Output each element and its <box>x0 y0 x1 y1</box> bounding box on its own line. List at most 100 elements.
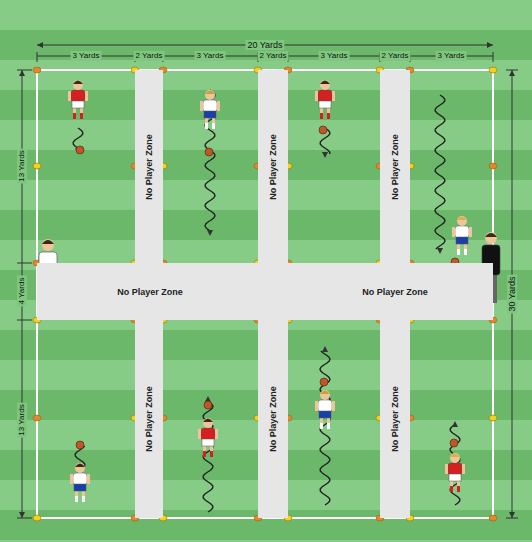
player-sock <box>457 486 460 492</box>
no-player-band: No Player ZoneNo Player Zone <box>37 263 493 320</box>
no-player-band: No Player Zone <box>258 70 288 263</box>
cone <box>33 163 41 169</box>
grass-stripe <box>0 30 532 60</box>
ball <box>205 148 213 156</box>
grass-stripe <box>0 0 532 30</box>
player-hair <box>450 454 460 458</box>
dimension-arrowhead <box>19 70 25 76</box>
player-sock <box>205 123 208 129</box>
ball <box>76 146 84 154</box>
player-head <box>320 80 330 90</box>
dimension-arrowhead <box>509 70 515 76</box>
player-arm <box>200 101 203 111</box>
player-hair <box>203 419 213 423</box>
dimension-arrowhead <box>322 152 328 158</box>
player-shorts <box>456 237 468 244</box>
player-head <box>450 453 460 463</box>
dimension-line <box>17 518 32 519</box>
player-hair <box>320 391 330 395</box>
cone <box>33 415 41 421</box>
player-sock <box>327 423 330 429</box>
player-sock <box>450 486 453 492</box>
player-arm <box>332 401 335 411</box>
player <box>70 463 90 502</box>
no-player-band: No Player Zone <box>380 70 410 263</box>
player-hair <box>73 81 83 85</box>
player-arm <box>85 91 88 101</box>
player-shorts <box>204 111 216 118</box>
dribble-path <box>203 400 213 512</box>
dimension-arrowhead <box>19 512 25 518</box>
dimension-label: 3 Yards <box>436 51 467 61</box>
dimension-line <box>37 52 38 62</box>
dimension-arrowhead <box>437 248 443 254</box>
coach-head <box>42 239 54 251</box>
player-arm <box>217 101 220 111</box>
player-shirt <box>318 400 332 412</box>
dimension-label: 13 Yards <box>17 148 27 183</box>
player-shirt <box>71 90 85 102</box>
player-hair <box>320 81 330 85</box>
player-arm <box>87 474 90 484</box>
player-shirt <box>203 100 217 112</box>
zone-label: No Player Zone <box>144 134 154 200</box>
player-shirt <box>318 90 332 102</box>
player-shorts <box>202 439 214 446</box>
player-arm <box>332 91 335 101</box>
player-sock <box>75 496 78 502</box>
player <box>452 216 472 255</box>
player-hair <box>75 464 85 468</box>
player-sock <box>82 496 85 502</box>
player-shorts <box>72 101 84 108</box>
player-shorts <box>319 101 331 108</box>
player <box>68 80 88 119</box>
player-arm <box>215 429 218 439</box>
ball <box>204 401 212 409</box>
player-arm <box>315 401 318 411</box>
player-shorts <box>449 474 461 481</box>
zone-label: No Player Zone <box>268 386 278 452</box>
player-arm <box>452 227 455 237</box>
player-arm <box>70 474 73 484</box>
player-sock <box>464 249 467 255</box>
no-player-band: No Player Zone <box>258 320 288 518</box>
player-sock <box>210 451 213 457</box>
player-head <box>320 390 330 400</box>
ball <box>320 378 328 386</box>
no-player-band: No Player Zone <box>380 320 410 518</box>
dimension-line <box>506 70 518 71</box>
dimension-label: 2 Yards <box>258 51 289 61</box>
coach-head <box>485 232 497 244</box>
dimension-label: 3 Yards <box>195 51 226 61</box>
player-head <box>75 463 85 473</box>
dimension-label: 2 Yards <box>380 51 411 61</box>
ball <box>76 441 84 449</box>
dimension-label: 3 Yards <box>319 51 350 61</box>
dimension-label: 4 Yards <box>17 276 27 307</box>
cone <box>33 515 41 521</box>
player-sock <box>327 113 330 119</box>
player-hair <box>457 217 467 221</box>
player-sock <box>212 123 215 129</box>
dimension-line <box>17 320 32 321</box>
player-arm <box>198 429 201 439</box>
dribble-path <box>435 95 445 249</box>
dimension-line <box>17 263 32 264</box>
zone-label: No Player Zone <box>390 134 400 200</box>
player-hair <box>205 91 215 95</box>
zone-label: No Player Zone <box>362 287 428 297</box>
player-arm <box>469 227 472 237</box>
player-head <box>205 90 215 100</box>
player-shirt <box>455 226 469 238</box>
dimension-label: 2 Yards <box>134 51 165 61</box>
no-player-band: No Player Zone <box>135 70 163 263</box>
coach-hair <box>42 240 54 244</box>
dimension-line <box>493 52 494 62</box>
dimension-arrowhead <box>207 230 213 236</box>
dimension-label: 3 Yards <box>71 51 102 61</box>
dimension-arrowhead <box>509 512 515 518</box>
player-shorts <box>319 411 331 418</box>
player-shorts <box>74 484 86 491</box>
ball <box>319 126 327 134</box>
